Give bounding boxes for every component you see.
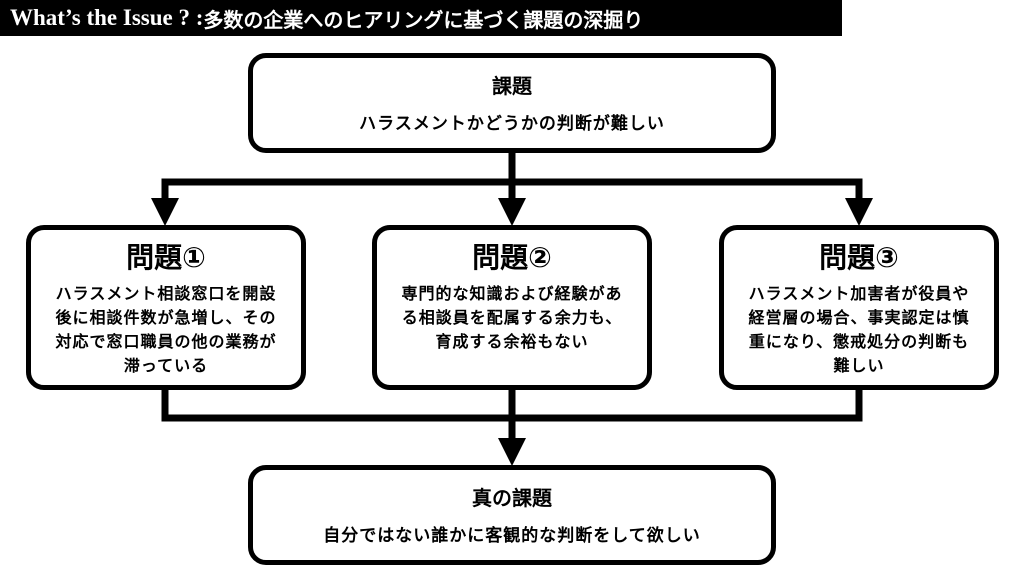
header-bar: What’s the Issue ? : 多数の企業へのヒアリングに基づく課題の… — [0, 0, 842, 36]
issue-text: ハラスメントかどうかの判断が難しい — [359, 114, 665, 134]
issue-title: 課題 — [492, 74, 532, 98]
problem-box-3: 問題③ ハラスメント加害者が役員や経営層の場合、事実認定は慎重になり、懲戒処分の… — [719, 225, 999, 390]
problem-box-1: 問題① ハラスメント相談窓口を開設後に相談件数が急増し、その対応で窓口職員の他の… — [26, 225, 306, 390]
true-issue-box: 真の課題 自分ではない誰かに客観的な判断をして欲しい — [248, 465, 776, 565]
header-title-en: What’s the Issue ? : — [10, 5, 204, 30]
true-issue-text: 自分ではない誰かに客観的な判断をして欲しい — [323, 526, 701, 546]
problem-2-title: 問題② — [472, 241, 552, 274]
issue-box: 課題 ハラスメントかどうかの判断が難しい — [248, 53, 776, 153]
header-title-jp: 多数の企業へのヒアリングに基づく課題の深掘り — [203, 7, 644, 32]
problem-1-text: ハラスメント相談窓口を開設後に相談件数が急増し、その対応で窓口職員の他の業務が滞… — [55, 284, 277, 375]
problem-3-title: 問題③ — [819, 241, 899, 274]
problem-2-text: 専門的な知識および経験がある相談員を配属する余力も、育成する余裕もない — [401, 284, 623, 351]
problem-3-text: ハラスメント加害者が役員や経営層の場合、事実認定は慎重になり、懲戒処分の判断も難… — [748, 284, 970, 375]
true-issue-title: 真の課題 — [472, 486, 552, 510]
problem-box-2: 問題② 専門的な知識および経験がある相談員を配属する余力も、育成する余裕もない — [372, 225, 652, 390]
problem-1-title: 問題① — [126, 241, 206, 274]
